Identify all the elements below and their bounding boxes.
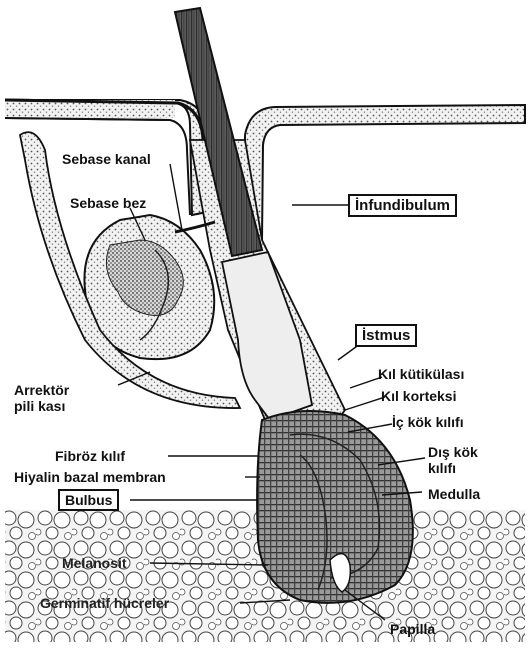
epidermis-right xyxy=(245,105,525,240)
label-papilla: Papilla xyxy=(390,622,435,636)
label-kil-kutikulasi: Kıl kütikülası xyxy=(378,367,464,381)
label-bulbus: Bulbus xyxy=(58,489,119,511)
leader-sebase-kanal xyxy=(170,164,182,230)
label-dis-kok-kilifi: Dış kök kılıfı xyxy=(428,444,478,476)
label-ic-kok-kilifi: İç kök kılıfı xyxy=(392,415,464,429)
label-melanosit: Melanosit xyxy=(62,556,127,570)
label-kil-korteksi: Kıl korteksi xyxy=(381,389,456,403)
label-istmus: İstmus xyxy=(355,324,417,347)
label-sebase-kanal: Sebase kanal xyxy=(62,152,151,166)
label-germinatif: Germinatif hücreler xyxy=(40,596,169,610)
label-arrektor-pili: Arrektör pili kası xyxy=(14,382,69,414)
label-sebase-bez: Sebase bez xyxy=(70,196,146,210)
label-fibroz-kilif: Fibröz kılıf xyxy=(55,449,125,463)
label-hiyalin: Hiyalin bazal membran xyxy=(14,470,166,484)
leader-kil-korteksi xyxy=(345,397,385,410)
label-infundibulum: İnfundibulum xyxy=(348,194,457,217)
label-medulla: Medulla xyxy=(428,487,480,501)
